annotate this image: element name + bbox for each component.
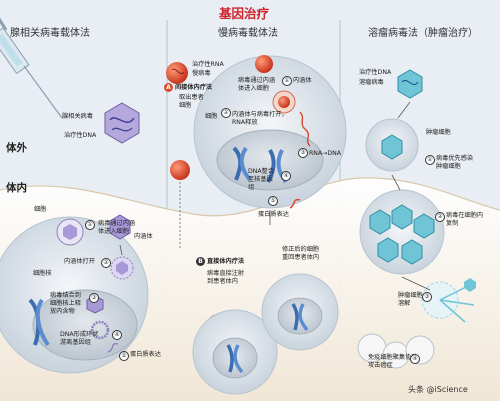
onco-step-4-marker: ④ [410,354,420,364]
aav-protein [107,342,119,353]
aav-virus-2 [109,214,131,240]
onco-step-2-marker: ② [435,212,445,222]
lenti-virus-entering [255,55,273,73]
aav-step-4-marker: ④ [112,330,122,340]
onco-virus-label: 溶瘤病毒 [359,79,384,86]
lenti-endosome-label: 内涵体 [293,77,312,84]
lenti-badge-a: A [164,83,173,92]
aav-chromosome [28,298,50,347]
onco-dna-label: 治疗性DNA [359,69,392,76]
aav-cell-label: 细胞 [34,206,47,213]
lenti-step-5-text: 蛋白质表达 [258,211,289,218]
aav-step-1-marker: ① [85,220,95,230]
lenti-step-2-marker: ② [221,108,231,118]
lenti-virus-label: 慢病毒 [192,70,211,77]
aav-dna-label: 治疗性DNA [64,132,97,139]
aav-virus-label: 腺相关病毒 [62,113,93,120]
aav-step-3-text: 病毒结合到细胞核上释放内含物 [50,292,81,315]
onco-lysis-burst [421,278,476,323]
aav-step-3-marker: ③ [89,293,99,303]
lenti-step-1-marker: ① [282,76,292,86]
onco-replicating-cluster [359,189,445,275]
aav-step-2-marker: ② [101,258,111,268]
lenti-nucleus [216,129,324,191]
lenti-step-1-text: 病毒通过内涵体进入细胞 [238,77,276,92]
flow-arrows [119,101,431,291]
aav-endosome-2 [110,256,134,280]
diagram-title: 基因治疗 [219,6,270,21]
aav-virus-icon [104,102,140,144]
aav-step-4-text: DNA形成环状游离基因组 [60,331,99,346]
lenti-virus-top [166,62,188,84]
aav-nucleus-label: 细胞核 [33,270,52,277]
lenti-direct-desc: 病毒直接注射到患者体内 [207,270,245,285]
onco-step-3-marker: ③ [422,292,432,302]
lenti-modified-text: 修正后的细胞重回患者体内 [282,246,320,261]
aav-step-1-text: 病毒通过内涵体进入细胞 [98,220,136,235]
lenti-step-4-marker: ④ [281,171,291,181]
lenti-indirect-desc: 取出患者细胞 [179,94,204,109]
column-title-lenti: 慢病毒载体法 [218,28,278,39]
column-title-aav: 腺相关病毒载体法 [10,28,90,39]
onco-step-4-text: 免疫细胞聚集协助攻击癌症 [368,354,418,369]
syringe-icon [0,17,63,119]
lenti-rna-label: 治疗性RNA [192,61,224,68]
lenti-rna-dna: RNA→DNA [309,150,341,157]
aav-step-5-text: 蛋白质表达 [130,351,161,358]
aav-nucleus [32,289,138,361]
onco-step-1-text: 病毒优先感染肿瘤细胞 [436,155,474,170]
aav-endosome-1 [56,218,84,246]
lenti-virus-direct [170,160,190,180]
lenti-step-5-marker: ⑤ [268,196,278,206]
watermark: 头条 @iScience [408,385,468,394]
lenti-direct-title: 直接体内疗法 [207,258,245,265]
aav-step-5-marker: ⑤ [119,351,129,361]
onco-virus-top [397,69,423,99]
column-title-onco: 溶瘤病毒法（肿瘤治疗） [368,28,478,39]
onco-step-3-text: 肿瘤细胞溶解 [398,292,423,307]
aav-episome [90,320,110,340]
lenti-cell-label: 细胞 [205,113,218,120]
aav-endosome-label: 内涵体 [134,233,153,240]
lenti-step-3-marker: ③ [298,148,308,158]
lenti-indirect-title: 间接体内疗法 [175,84,213,91]
lenti-protein [289,198,301,209]
onco-tumor-cell-label: 肿瘤细胞 [426,129,451,136]
lenti-badge-b: B [196,257,205,266]
onco-step-1-marker: ① [425,155,435,165]
aav-endosome-rupture: 内涵体打开 [64,258,95,265]
zone-outside-label: 体外 [6,142,27,154]
lenti-rna-strand [299,111,311,147]
onco-step-2-text: 病毒在细胞内复制 [446,212,484,227]
lenti-step-2-text: 内涵体与病毒打开，RNA释放 [232,111,288,126]
zone-inside-label: 体内 [6,182,27,194]
lenti-step-4-text: DNA整合至核基因组 [248,168,275,191]
